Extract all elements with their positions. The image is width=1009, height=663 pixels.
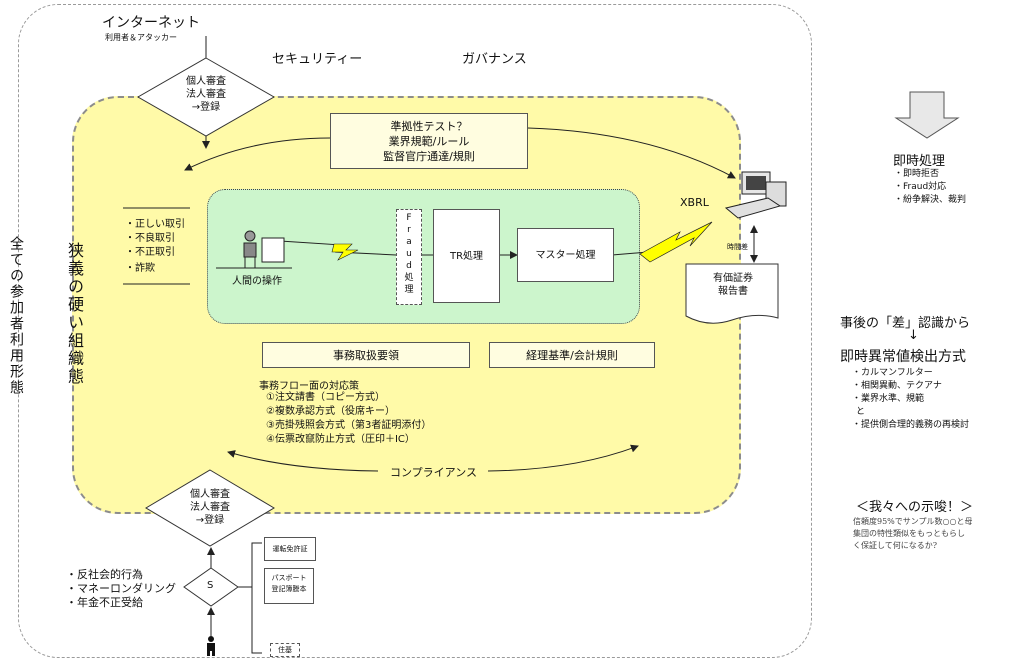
transaction-item: ・不良取引 — [125, 233, 175, 244]
realtime-item: ・業界水準、規範 — [852, 394, 925, 404]
xbrl-label: XBRL — [680, 196, 709, 209]
suggest-line: く保証して何になるか? — [853, 541, 938, 550]
operator-icon — [216, 230, 292, 269]
fraud-char: d — [406, 261, 412, 271]
transaction-item: ・不正取引 — [125, 247, 175, 258]
risk-list: ・反社会的行為 ・マネーロンダリング ・年金不正受給 — [66, 568, 176, 610]
internet-label: インターネット — [102, 15, 200, 31]
human-operation-label: 人間の操作 — [232, 276, 282, 287]
lightning-xbrl — [639, 221, 713, 263]
doc-line: パスポート — [271, 574, 307, 582]
fraud-char: 処 — [404, 273, 414, 283]
lightning-human — [331, 243, 359, 261]
top-diamond-text: 個人審査 法人審査 →登録 — [168, 75, 244, 114]
bottom-diamond — [145, 469, 275, 547]
tr-processing-box: TR処理 — [433, 209, 500, 303]
suggest-text: 信頼度95%でサンプル数○○と母 集団の特性類似をもっともらし く保証して何にな… — [853, 516, 973, 552]
fraud-char: a — [406, 237, 412, 247]
realtime-item: ・カルマンフルター — [852, 368, 933, 378]
computer-icon — [724, 171, 787, 219]
s-diamond — [183, 567, 239, 607]
compliance-test-box: 準拠性テスト？ 業界規範/ルール 監督官庁通達/規則 — [330, 113, 528, 169]
top-diamond-line: 個人審査 — [186, 76, 226, 87]
realtime-item: と — [856, 407, 866, 417]
realtime-item: ・相関異動、テクアナ — [852, 381, 942, 391]
flow-title: 事務フロー面の対応策 — [259, 381, 359, 392]
after-title: 事後の「差」認識から — [840, 316, 971, 331]
curve-compliance-left — [227, 450, 379, 472]
transaction-list: ・正しい取引 ・不良取引 ・不正取引 ・詐欺 — [125, 218, 185, 276]
down-arrow — [894, 91, 960, 139]
risk-item: ・年金不正受給 — [66, 596, 143, 609]
report-line: 報告書 — [718, 286, 748, 297]
office-procedures-box: 事務取扱要領 — [262, 342, 470, 368]
fraud-char: F — [406, 213, 412, 223]
suggest-title: ＜我々への示唆！＞ — [856, 500, 974, 515]
compliance-test-line: 準拠性テスト？ — [390, 119, 468, 133]
narrow-org-label: 狭義の硬い組織態 — [65, 242, 84, 386]
transaction-item: ・詐欺 — [125, 263, 155, 274]
report-line: 有価証券 — [713, 273, 753, 284]
internet-sub-label: 利用者＆アタッカー — [105, 33, 177, 42]
time-diff-label: 時間差 — [727, 243, 748, 251]
flow-item: ④伝票改竄防止方式（圧印＋IC） — [266, 434, 415, 445]
security-label: セキュリティー — [272, 52, 363, 67]
suggest-line: 信頼度95%でサンプル数○○と母 — [853, 517, 973, 526]
accounting-standards-box: 経理基準/会計規則 — [489, 342, 655, 368]
immediate-item: ・即時拒否 — [894, 169, 940, 179]
fraud-char: r — [407, 225, 411, 235]
master-processing-box: マスター処理 — [517, 228, 614, 282]
immediate-item: ・紛争解決、裁判 — [894, 195, 967, 205]
realtime-item: ・提供側合理的義務の再検討 — [852, 420, 970, 430]
transaction-item: ・正しい取引 — [125, 219, 185, 230]
immediate-list: ・即時拒否 ・Fraud対応 ・紛争解決、裁判 — [894, 168, 966, 207]
person-head — [208, 636, 214, 642]
fraud-char: 理 — [404, 285, 414, 295]
fraud-processing-box: F r a u d 処 理 — [396, 209, 422, 305]
passport-registry-doc: パスポート 登記簿謄本 — [264, 568, 314, 604]
top-diamond-line: →登録 — [191, 102, 221, 113]
curve-right-top — [527, 127, 736, 179]
bottom-diamond-line: 個人審査 — [190, 489, 230, 500]
bottom-diamond-line: 法人審査 — [190, 502, 230, 513]
drivers-license-doc: 運転免許証 — [264, 537, 316, 561]
compliance-test-line: 監督官庁通達/規則 — [383, 149, 475, 163]
compliance-label: コンプライアンス — [390, 466, 478, 479]
top-diamond-line: 法人審査 — [186, 89, 226, 100]
all-participants-label: 全ての参加者利用形態 — [8, 236, 24, 396]
realtime-list: ・カルマンフルター ・相関異動、テクアナ ・業界水準、規範 と ・提供側合理的義… — [852, 367, 969, 432]
immediate-title: 即時処理 — [893, 154, 946, 169]
after-arrow: ↓ — [908, 328, 919, 343]
resident-registry-doc: 住基 — [270, 643, 300, 657]
flow-item: ②複数承認方式（役席キー） — [266, 406, 395, 417]
doc-line: 登記簿謄本 — [271, 585, 307, 593]
immediate-item: ・Fraud対応 — [894, 182, 947, 192]
overall-boundary — [18, 4, 812, 658]
curve-compliance-right — [487, 444, 639, 472]
flow-item: ③売掛残照会方式（第3者証明添付） — [266, 420, 432, 431]
realtime-title: 即時異常値検出方式 — [840, 349, 966, 365]
bottom-diamond-text: 個人審査 法人審査 →登録 — [172, 488, 248, 527]
curve-left-top — [184, 137, 331, 171]
suggest-line: 集団の特性類似をもっともらし — [853, 529, 965, 538]
flow-items: ①注文請書（コピー方式） ②複数承認方式（役席キー） ③売掛残照会方式（第3者証… — [266, 391, 431, 447]
risk-item: ・マネーロンダリング — [66, 582, 176, 595]
governance-label: ガバナンス — [462, 52, 527, 67]
s-label: S — [207, 580, 214, 591]
compliance-test-line: 業界規範/ルール — [388, 134, 470, 148]
bottom-diamond-line: →登録 — [195, 515, 225, 526]
report-document — [685, 263, 779, 324]
risk-item: ・反社会的行為 — [66, 568, 143, 581]
flow-item: ①注文請書（コピー方式） — [266, 392, 385, 403]
report-text: 有価証券 報告書 — [694, 272, 772, 298]
fraud-char: u — [406, 249, 412, 259]
